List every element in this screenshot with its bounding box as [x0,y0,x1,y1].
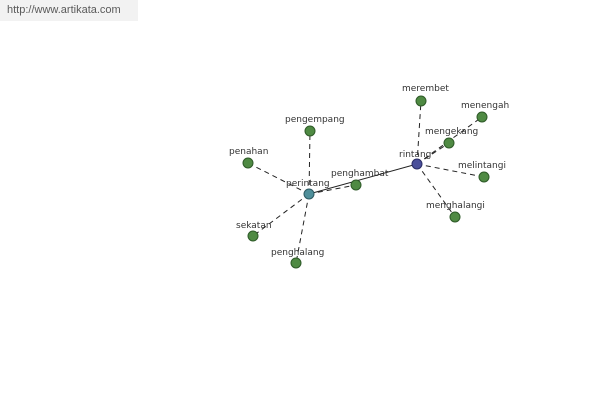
node-marker-melintangi[interactable] [478,171,490,183]
edge-perintang-sekatan [252,193,310,237]
node-marker-menengah[interactable] [476,111,488,123]
node-label-penahan[interactable]: penahan [229,147,268,157]
node-label-rintang[interactable]: rintang [399,150,431,160]
edge-perintang-penahan [247,162,310,195]
graph-edges [247,100,485,264]
node-merembet[interactable]: merembet [402,84,449,107]
node-marker-penahan[interactable] [242,157,254,169]
node-label-mengekang[interactable]: mengekang [425,127,478,137]
edge-perintang-penghambat [308,184,357,195]
node-label-menghalangi[interactable]: menghalangi [426,201,485,211]
node-label-pengempang[interactable]: pengempang [285,115,345,125]
node-mengekang[interactable]: mengekang [425,127,478,149]
node-marker-penghambat[interactable] [350,179,362,191]
watermark-bar: http://www.artikata.com [0,0,138,21]
edge-rintang-merembet [416,100,422,165]
node-marker-mengekang[interactable] [443,137,455,149]
node-marker-penghalang[interactable] [290,257,302,269]
edge-rintang-melintangi [416,163,485,178]
node-label-melintangi[interactable]: melintangi [458,161,506,171]
node-menengah[interactable]: menengah [461,101,509,123]
node-penahan[interactable]: penahan [229,147,268,169]
node-label-merembet[interactable]: merembet [402,84,449,94]
node-penghalang[interactable]: penghalang [271,248,324,269]
node-label-sekatan[interactable]: sekatan [236,221,272,231]
graph-nodes: rintang perintang merembet menengah mengekan… [229,84,509,269]
edge-rintang-perintang [308,163,418,195]
edge-rintang-menghalangi [416,163,456,218]
node-label-menengah[interactable]: menengah [461,101,509,111]
edge-perintang-penghalang [295,193,310,264]
node-menghalangi[interactable]: menghalangi [426,201,485,223]
node-label-perintang[interactable]: perintang [286,179,330,189]
node-marker-pengempang[interactable] [304,125,316,137]
node-marker-perintang[interactable] [303,188,315,200]
node-label-penghambat[interactable]: penghambat [331,169,389,179]
node-penghambat[interactable]: penghambat [331,169,389,191]
node-sekatan[interactable]: sekatan [236,221,272,242]
watermark-link[interactable]: http://www.artikata.com [7,4,121,16]
node-rintang[interactable]: rintang [399,150,431,170]
node-marker-merembet[interactable] [415,95,427,107]
node-marker-rintang[interactable] [411,158,423,170]
node-perintang[interactable]: perintang [286,179,330,200]
edge-rintang-mengekang [416,142,450,165]
node-marker-menghalangi[interactable] [449,211,461,223]
edge-perintang-pengempang [308,130,311,195]
node-label-penghalang[interactable]: penghalang [271,248,324,258]
node-melintangi[interactable]: melintangi [458,161,506,183]
node-marker-sekatan[interactable] [247,230,259,242]
node-pengempang[interactable]: pengempang [285,115,345,137]
